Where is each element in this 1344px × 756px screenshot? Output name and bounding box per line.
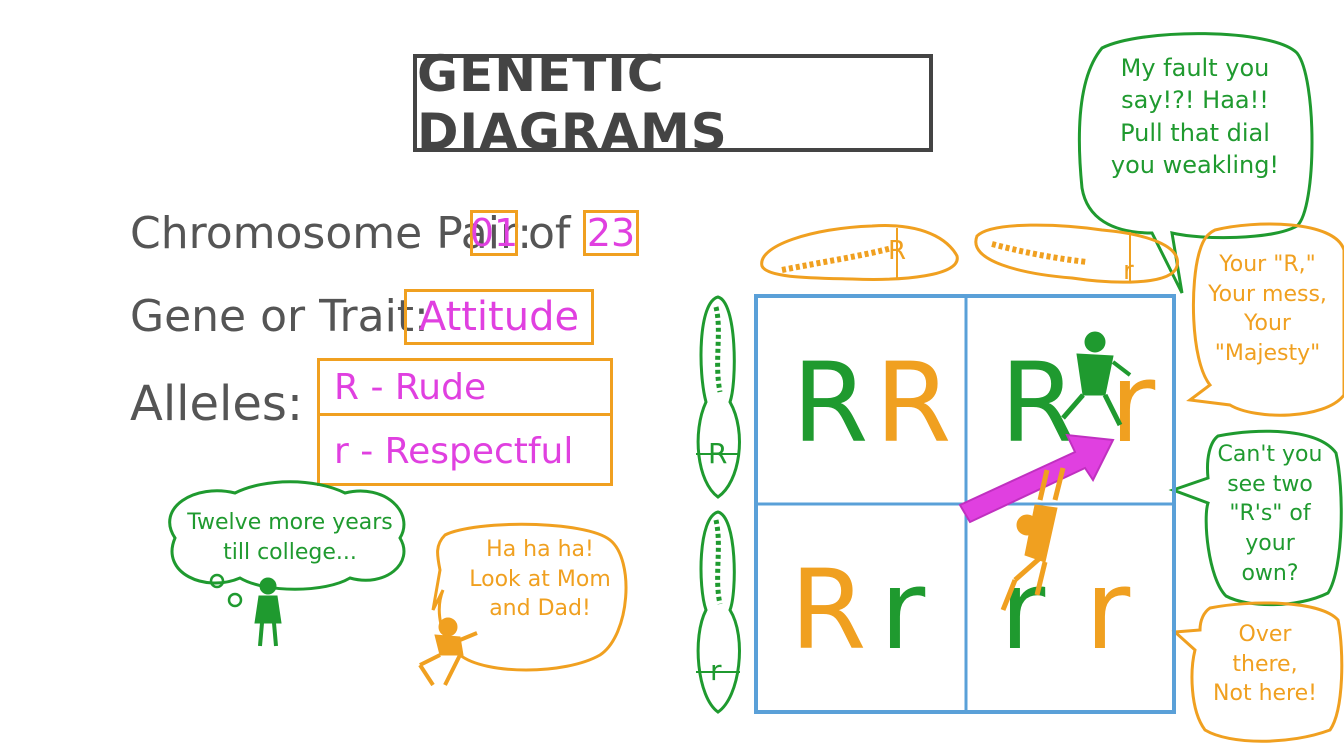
right-speech-bubble-3	[1171, 601, 1344, 743]
kid-speech-text: Ha ha ha! Look at Mom and Dad!	[469, 537, 611, 622]
title-box: GENETIC DIAGRAMS	[413, 45, 933, 161]
top-allele-1: R	[888, 236, 907, 266]
pair-label: Chromosome Pair:	[130, 208, 533, 259]
green-girl-figure	[1061, 331, 1132, 427]
girl-figure	[254, 577, 282, 647]
cell-3-allele-1: R	[790, 546, 867, 674]
top-chromosomes	[760, 223, 1179, 284]
thought-bubble	[168, 480, 406, 647]
right-speech-text-2: Can't you see two "R's" of your own?	[1217, 442, 1323, 586]
allele-dominant: R - Rude	[320, 361, 610, 416]
orange-figure	[1000, 467, 1066, 611]
figures-and-arrow	[958, 331, 1132, 611]
trait-label: Gene or Trait:	[130, 291, 429, 342]
top-right-speech-bubble	[1077, 32, 1314, 294]
cell-4-allele-2: r	[1085, 546, 1131, 674]
right-speech-bubble-2	[1168, 429, 1343, 607]
right-speech-text-3: Over there, Not here!	[1213, 622, 1317, 707]
side-allele-1: R	[708, 437, 728, 470]
cell-3-allele-2: r	[880, 546, 926, 674]
page-title: GENETIC DIAGRAMS	[417, 45, 728, 161]
pair-number: 01	[469, 210, 519, 256]
cell-1-allele-2: R	[875, 339, 952, 467]
thought-text: Twelve more years till college...	[187, 510, 393, 565]
kid-figure	[418, 617, 478, 687]
trait-value: Attitude	[404, 289, 594, 345]
top-allele-2: r	[1123, 256, 1134, 286]
alleles-label: Alleles:	[130, 376, 304, 432]
kid-speech-bubble	[418, 522, 628, 687]
side-chromosomes	[696, 295, 741, 714]
right-speech-text-1: Your "R," Your mess, Your "Majesty"	[1208, 252, 1327, 367]
cell-2-allele-1: R	[1000, 339, 1077, 467]
arrow-icon	[958, 433, 1115, 524]
pair-total: 23	[583, 210, 639, 256]
right-speech-bubble-1	[1186, 222, 1344, 417]
side-allele-2: r	[710, 654, 722, 687]
alleles-box: R - Rude r - Respectful	[317, 358, 613, 486]
top-right-speech-text: My fault you say!?! Haa!! Pull that dial…	[1110, 54, 1280, 180]
allele-recessive: r - Respectful	[334, 430, 574, 472]
cell-1-allele-1: R	[792, 339, 869, 467]
pair-of-text: of	[528, 208, 571, 259]
